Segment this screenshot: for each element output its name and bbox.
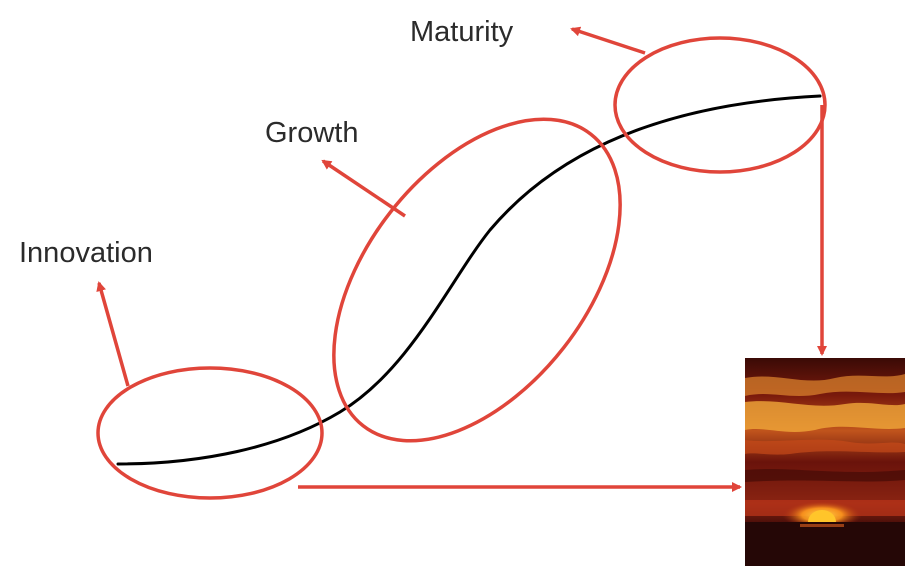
lifecycle-curve <box>116 94 822 466</box>
cloud-band-top <box>745 374 905 396</box>
cloud-band-mid <box>745 401 905 432</box>
sea <box>745 522 905 566</box>
maturity-arrow <box>570 26 646 55</box>
growth-arrow <box>321 159 406 218</box>
innovation-ellipse <box>96 366 324 500</box>
growth-ellipse <box>332 117 622 443</box>
growth-label: Growth <box>265 117 359 149</box>
sea-reflection <box>800 524 844 527</box>
cloud-band-dark <box>745 469 905 482</box>
innovation-label: Innovation <box>19 237 153 269</box>
sunset-image <box>745 358 905 566</box>
innovation-arrow <box>96 281 130 387</box>
maturity-label: Maturity <box>410 16 514 48</box>
maturity-ellipse <box>613 36 827 174</box>
sun <box>808 510 836 522</box>
cloud-band-low <box>745 439 905 455</box>
